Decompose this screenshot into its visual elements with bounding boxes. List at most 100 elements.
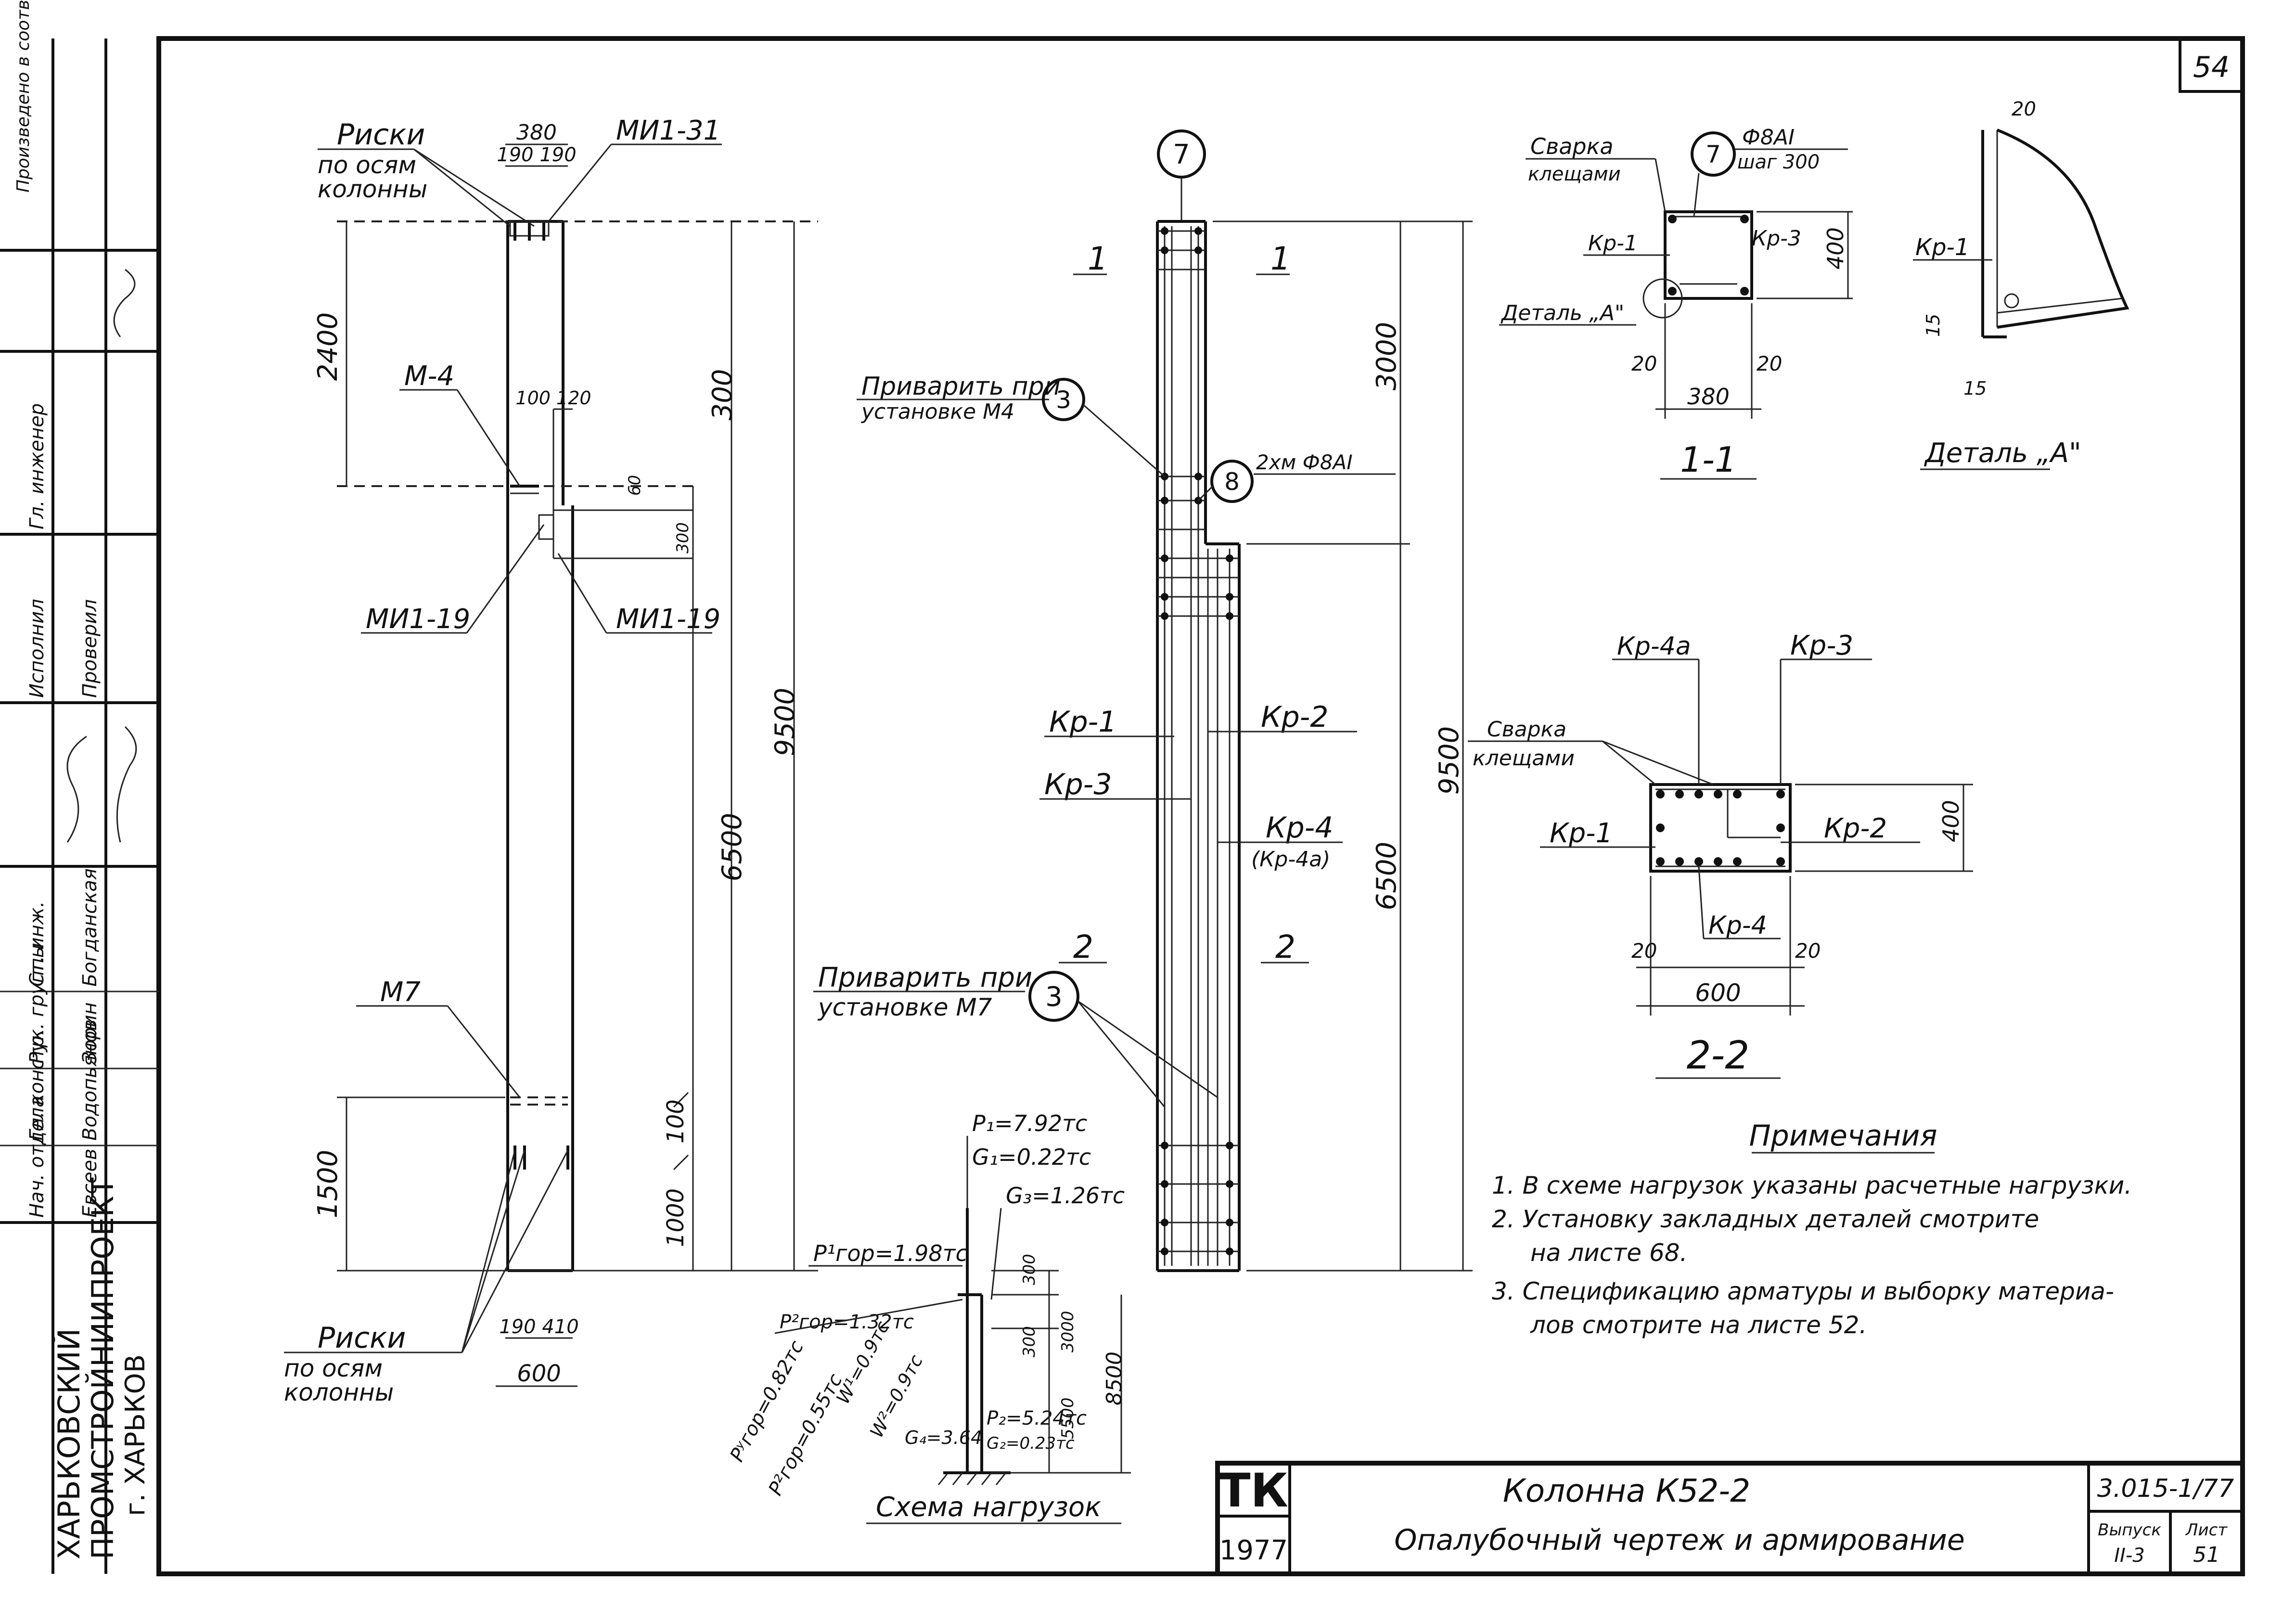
- dim-9500-r: 9500: [1434, 726, 1465, 795]
- dim-300: 300: [707, 369, 738, 421]
- tb-vypusk-label: Выпуск: [2098, 1520, 2161, 1540]
- kr1-label: Кр-1: [1049, 705, 1117, 739]
- s11-detal: Деталь „А": [1501, 301, 1624, 325]
- s11-dim-400: 400: [1822, 227, 1848, 270]
- note-2: 2. Установку закладных деталей смотрите: [1492, 1205, 2039, 1233]
- weld-bottom: Приварить при: [818, 962, 1032, 993]
- section-2-2: Кр-4а Кр-3 Сварка клещами Кр-1 Кр-2 Кр-4…: [1468, 630, 1973, 1079]
- dim-2400: 2400: [312, 312, 344, 381]
- dim-60: 60: [625, 475, 644, 496]
- stamp-role-4: Ст. инж.: [26, 901, 48, 987]
- section-1-1: Сварка клещами 7 Ф8АI шаг 300 Кр-1 Кр-3 …: [1499, 125, 1853, 480]
- dim-1000: 1000: [662, 1188, 689, 1247]
- load-scheme: P₁=7.92тс G₁=0.22тс G₃=1.26тс P¹гор=1.98…: [726, 1110, 1131, 1524]
- risks-bottom-3: колонны: [284, 1378, 394, 1406]
- stamp-role-top-3: Гл. инженер: [26, 403, 48, 529]
- pos-7: 7: [1173, 139, 1190, 170]
- s11-kr3: Кр-3: [1752, 226, 1801, 251]
- s22-dim-20a: 20: [1631, 939, 1657, 963]
- s22-kr4: Кр-4: [1708, 911, 1767, 940]
- ls-p2: P₂=5.24тс: [987, 1407, 1087, 1429]
- weld-top: Приварить при: [861, 372, 1061, 401]
- ls-g3: G₃=1.26тс: [1006, 1183, 1125, 1209]
- title-block: ТК 1977 Колонна К52-2 Опалубочный чертеж…: [1215, 1461, 2245, 1576]
- mi1-19-left: МИ1-19: [366, 604, 470, 635]
- stamp-name-4: Богданская: [79, 868, 101, 987]
- da-dim-15a: 15: [1923, 314, 1944, 337]
- da-dim-20: 20: [2012, 98, 2036, 120]
- ls-dim-300a: 300: [1020, 1254, 1039, 1285]
- dim-190-190: 190 190: [497, 144, 576, 166]
- stamp-role-2: Гл. констр.: [26, 1030, 48, 1141]
- s22-dim-400: 400: [1938, 800, 1964, 842]
- ls-dim-8500: 8500: [1102, 1352, 1127, 1405]
- note-3b: лов смотрите на листе 52.: [1530, 1311, 1867, 1339]
- sec1-right: 1: [1270, 240, 1291, 277]
- da-dim-15b: 15: [1963, 378, 1987, 399]
- ls-p1gor: P¹гор=1.98тс: [813, 1240, 968, 1266]
- dim-300-small: 300: [673, 522, 693, 553]
- s22-title: 2-2: [1687, 1033, 1750, 1078]
- m-4: М-4: [404, 360, 454, 392]
- pos-3-bottom: 3: [1045, 981, 1063, 1013]
- tb-code: 3.015-1/77: [2097, 1474, 2234, 1503]
- dim-6500: 6500: [717, 813, 748, 882]
- note-2b: на листе 68.: [1530, 1239, 1687, 1267]
- signature-1: [66, 726, 137, 843]
- org-line1: ХАРЬКОВСКИЙ: [51, 1328, 87, 1559]
- org-line2: ПРОМСТРОЙНИИПРОЕКТ: [85, 1177, 120, 1559]
- dim-1500: 1500: [312, 1150, 344, 1219]
- s11-pos7: 7: [1706, 141, 1721, 168]
- s22-dim-20b: 20: [1795, 939, 1821, 963]
- kr2-label: Кр-2: [1261, 700, 1329, 734]
- s11-title: 1-1: [1680, 439, 1737, 480]
- stamp-role-top-2: Проверил: [79, 599, 101, 698]
- stamp-name-3: Зорин: [79, 1002, 101, 1064]
- dim-3000-r: 3000: [1371, 322, 1402, 391]
- s11-dim-20b: 20: [1757, 352, 1782, 375]
- mi1-19-right: МИ1-19: [616, 604, 720, 635]
- s22-klesh: клещами: [1473, 746, 1575, 771]
- dim-190-410: 190 410: [499, 1316, 578, 1338]
- s11-svarka: Сварка: [1530, 133, 1614, 159]
- s22-kr2: Кр-2: [1824, 813, 1887, 844]
- ls-dim-300b: 300: [1020, 1326, 1039, 1357]
- s22-kr4a: Кр-4а: [1617, 632, 1691, 661]
- stamp-name-1: Евсеев: [79, 1148, 101, 1218]
- notes-title: Примечания: [1749, 1119, 1937, 1153]
- ls-dim-3000: 3000: [1058, 1311, 1077, 1352]
- ls-g1: G₁=0.22тс: [972, 1144, 1091, 1170]
- ls-p1: P₁=7.92тс: [972, 1110, 1087, 1136]
- mi1-31: МИ1-31: [616, 115, 720, 146]
- kr4a-label: (Кр-4а): [1251, 847, 1330, 872]
- dim-100: 100: [662, 1099, 689, 1144]
- s22-dim-600: 600: [1695, 979, 1741, 1007]
- reinforcement-elevation: 7: [813, 129, 1473, 1272]
- ls-title: Схема нагрузок: [876, 1492, 1101, 1523]
- pos-3-top: 3: [1056, 386, 1071, 414]
- s22-svarka: Сварка: [1487, 717, 1566, 742]
- corner-box: [2179, 37, 2244, 93]
- risks-bottom-2: по осям: [284, 1354, 383, 1382]
- pos-8: 8: [1224, 468, 1240, 496]
- signature-2: [113, 269, 136, 337]
- dim-6500-r: 6500: [1371, 842, 1402, 911]
- kr4-label: Кр-4: [1266, 811, 1334, 845]
- weld-top-2: установке М4: [860, 399, 1014, 424]
- ls-g4: G₄=3.64: [905, 1427, 982, 1448]
- s11-step: шаг 300: [1737, 151, 1820, 173]
- side-stamp: ХАРЬКОВСКИЙ ПРОМСТРОЙНИИПРОЕКТ г. ХАРЬКО…: [0, 0, 160, 1574]
- stamp-role-1: Нач. отдела: [26, 1095, 48, 1218]
- s11-dim-380: 380: [1687, 384, 1730, 410]
- da-title: Деталь „А": [1924, 438, 2081, 469]
- stamp-top-note: Произведено в соответствии с программе Я…: [13, 0, 33, 193]
- dim-100-120: 100 120: [515, 387, 591, 409]
- m7: М7: [380, 977, 421, 1008]
- weld-bottom-2: установке М7: [817, 993, 992, 1021]
- ls-g2: G₂=0.23тс: [987, 1434, 1075, 1453]
- s22-kr3: Кр-3: [1790, 630, 1853, 661]
- note-3: 3. Спецификацию арматуры и выборку матер…: [1492, 1277, 2114, 1305]
- tb-list-label: Лист: [2185, 1520, 2228, 1540]
- risks-top-2: по осям: [318, 151, 416, 179]
